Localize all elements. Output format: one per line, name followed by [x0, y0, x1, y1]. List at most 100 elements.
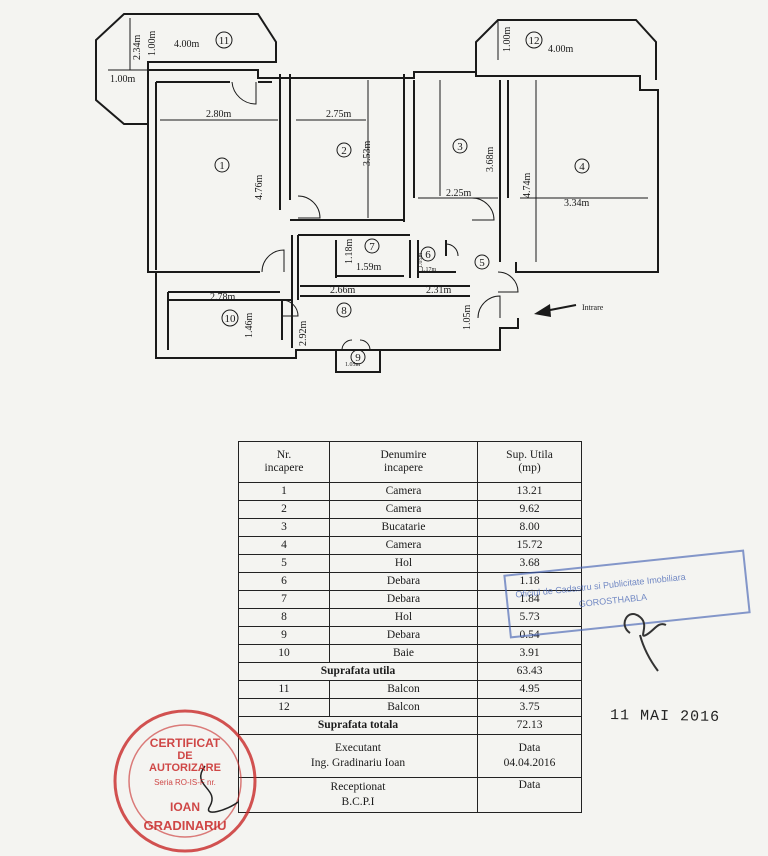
dim-r9-w: 1.05m — [345, 362, 361, 368]
room-number: 4 — [579, 161, 585, 173]
cell-nr: 5 — [238, 554, 330, 573]
dim-b12-a: 1.00m — [502, 27, 513, 53]
usable-area-value: 63.43 — [477, 662, 582, 681]
dim-r8-h: 2.92m — [298, 321, 309, 347]
header-nr: Nr. — [276, 449, 292, 461]
room-number-circle — [336, 302, 352, 318]
dim-r2-h: 3.53m — [362, 141, 373, 167]
cell-name: Debara — [329, 590, 478, 609]
dim-r2-w: 2.75m — [326, 109, 352, 120]
executant-label: Executant — [335, 742, 381, 754]
entrance-label: Intrare — [582, 303, 604, 312]
dim-r5-h: 1.05m — [462, 305, 473, 331]
cell-name: Balcon — [329, 680, 478, 699]
cell-nr: 3 — [238, 518, 330, 537]
room-number-circle — [221, 309, 239, 327]
cell-name: Camera — [329, 482, 478, 501]
cell-area: 4.95 — [477, 680, 582, 699]
header-mp: (mp) — [518, 462, 541, 474]
room-number: 9 — [355, 352, 361, 364]
dim-r5-w: 2.31m — [426, 285, 452, 296]
outer-wall-bottom — [147, 70, 381, 373]
cell-name: Debara — [329, 626, 478, 645]
usable-area-label: Suprafata utila — [238, 662, 478, 681]
cell-area: 3.91 — [477, 644, 582, 663]
executant-row: Executant Ing. Gradinariu Ioan Data 04.0… — [238, 734, 582, 778]
cell-nr: 11 — [238, 680, 330, 699]
room-number-circle — [350, 349, 366, 365]
executant-name: Ing. Gradinariu Ioan — [310, 757, 406, 769]
cell-name: Hol — [329, 608, 478, 627]
cert-line6: GRADINARIU — [143, 818, 227, 833]
cell-area: 3.75 — [477, 698, 582, 717]
room-number-circle — [336, 142, 352, 158]
cert-line4: Seria RO-IS-F nr. — [154, 778, 216, 787]
room-number: 11 — [219, 35, 230, 47]
cert-line2: DE — [177, 750, 193, 762]
header-denumire: Denumire — [380, 449, 427, 461]
cell-nr: 8 — [238, 608, 330, 627]
dim-r6-h: 1.05m — [418, 253, 424, 269]
dim-r1-w: 2.80m — [206, 109, 232, 120]
cell-area: 8.00 — [477, 518, 582, 537]
total-area-label: Suprafata totala — [238, 716, 478, 735]
executant-data-label: Data — [518, 742, 541, 754]
outer-wall-bottom-right — [380, 318, 519, 351]
cell-name: Bucatarie — [329, 518, 478, 537]
room-number: 12 — [529, 35, 540, 47]
entrance-arrow-icon — [534, 304, 577, 317]
room-number-circle — [420, 246, 436, 262]
dim-r7-w: 1.59m — [356, 262, 382, 273]
receptionat-org: B.C.P.I — [341, 796, 375, 808]
room-number-circle — [215, 31, 233, 49]
header-incapere: incapere — [264, 462, 304, 474]
balcony-12-wall — [475, 19, 657, 80]
room-number: 7 — [369, 241, 375, 253]
dim-b11-b: 1.00m — [147, 31, 158, 57]
executant-date: 04.04.2016 — [503, 757, 556, 769]
cell-nr: 7 — [238, 590, 330, 609]
cell-nr: 1 — [238, 482, 330, 501]
header-incapere-2: incapere — [384, 462, 423, 474]
receptionat-row: Receptionat B.C.P.I Data — [238, 777, 582, 813]
cert-line3: AUTORIZARE — [149, 762, 221, 774]
total-area-row: Suprafata totala 72.13 — [238, 716, 582, 735]
cell-name: Debara — [329, 572, 478, 591]
room-number-circle — [574, 158, 590, 174]
room-number: 1 — [219, 160, 225, 172]
dim-b11-a: 2.34m — [132, 35, 143, 61]
dim-b11-w: 4.00m — [174, 39, 200, 50]
dim-r6-w: 1.17m — [421, 267, 437, 273]
dim-r7-h: 1.18m — [344, 239, 355, 265]
cell-nr: 9 — [238, 626, 330, 645]
cell-nr: 2 — [238, 500, 330, 519]
outer-wall-right — [148, 69, 659, 273]
receptionat-data-label: Data — [518, 779, 541, 791]
dim-r4-w: 3.34m — [564, 198, 590, 209]
cell-name: Hol — [329, 554, 478, 573]
room-number: 8 — [341, 305, 347, 317]
room-number-circle — [474, 254, 490, 270]
dim-b12-w: 4.00m — [548, 44, 574, 55]
cell-area: 9.62 — [477, 500, 582, 519]
balcony-11-wall — [95, 13, 277, 125]
cell-nr: 4 — [238, 536, 330, 555]
cell-area: 15.72 — [477, 536, 582, 555]
total-area-value: 72.13 — [477, 716, 582, 735]
certification-stamp: CERTIFICAT DE AUTORIZARE Seria RO-IS-F n… — [110, 706, 260, 856]
room-number-circle — [364, 238, 380, 254]
cell-nr: 6 — [238, 572, 330, 591]
room-number: 3 — [457, 141, 463, 153]
cert-line1: CERTIFICAT — [149, 736, 221, 750]
dim-r1-h: 4.76m — [254, 175, 265, 201]
cell-name: Baie — [329, 644, 478, 663]
dim-r8-w: 2.66m — [330, 285, 356, 296]
room-number-circle — [214, 157, 230, 173]
